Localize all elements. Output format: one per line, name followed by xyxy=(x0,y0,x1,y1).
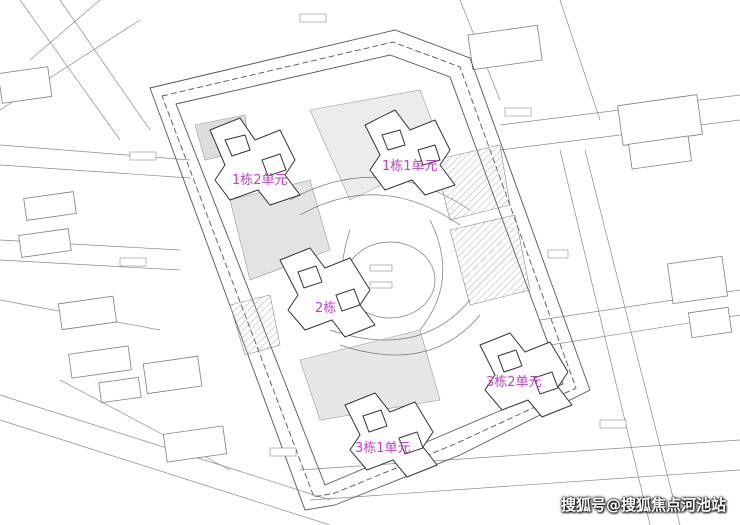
building-1-unit-2-footprint xyxy=(209,117,301,206)
building-2-footprint xyxy=(279,247,376,338)
context-buildings xyxy=(0,24,733,463)
label-building-1-unit-1: 1栋1单元 xyxy=(382,159,438,174)
label-building-1-unit-2: 1栋2单元 xyxy=(232,173,288,188)
watermark-text: 搜狐号@搜狐焦点河池站 xyxy=(560,496,726,514)
label-building-3-unit-1: 3栋1单元 xyxy=(355,441,411,456)
building-1-unit-1-footprint xyxy=(364,109,456,196)
building-3-unit-1-footprint xyxy=(344,392,438,478)
building-3-unit-2-footprint xyxy=(479,332,573,418)
label-building-2: 2栋 xyxy=(315,301,337,316)
label-building-3-unit-2: 3栋2单元 xyxy=(486,375,542,390)
annotation-marks xyxy=(119,13,627,457)
